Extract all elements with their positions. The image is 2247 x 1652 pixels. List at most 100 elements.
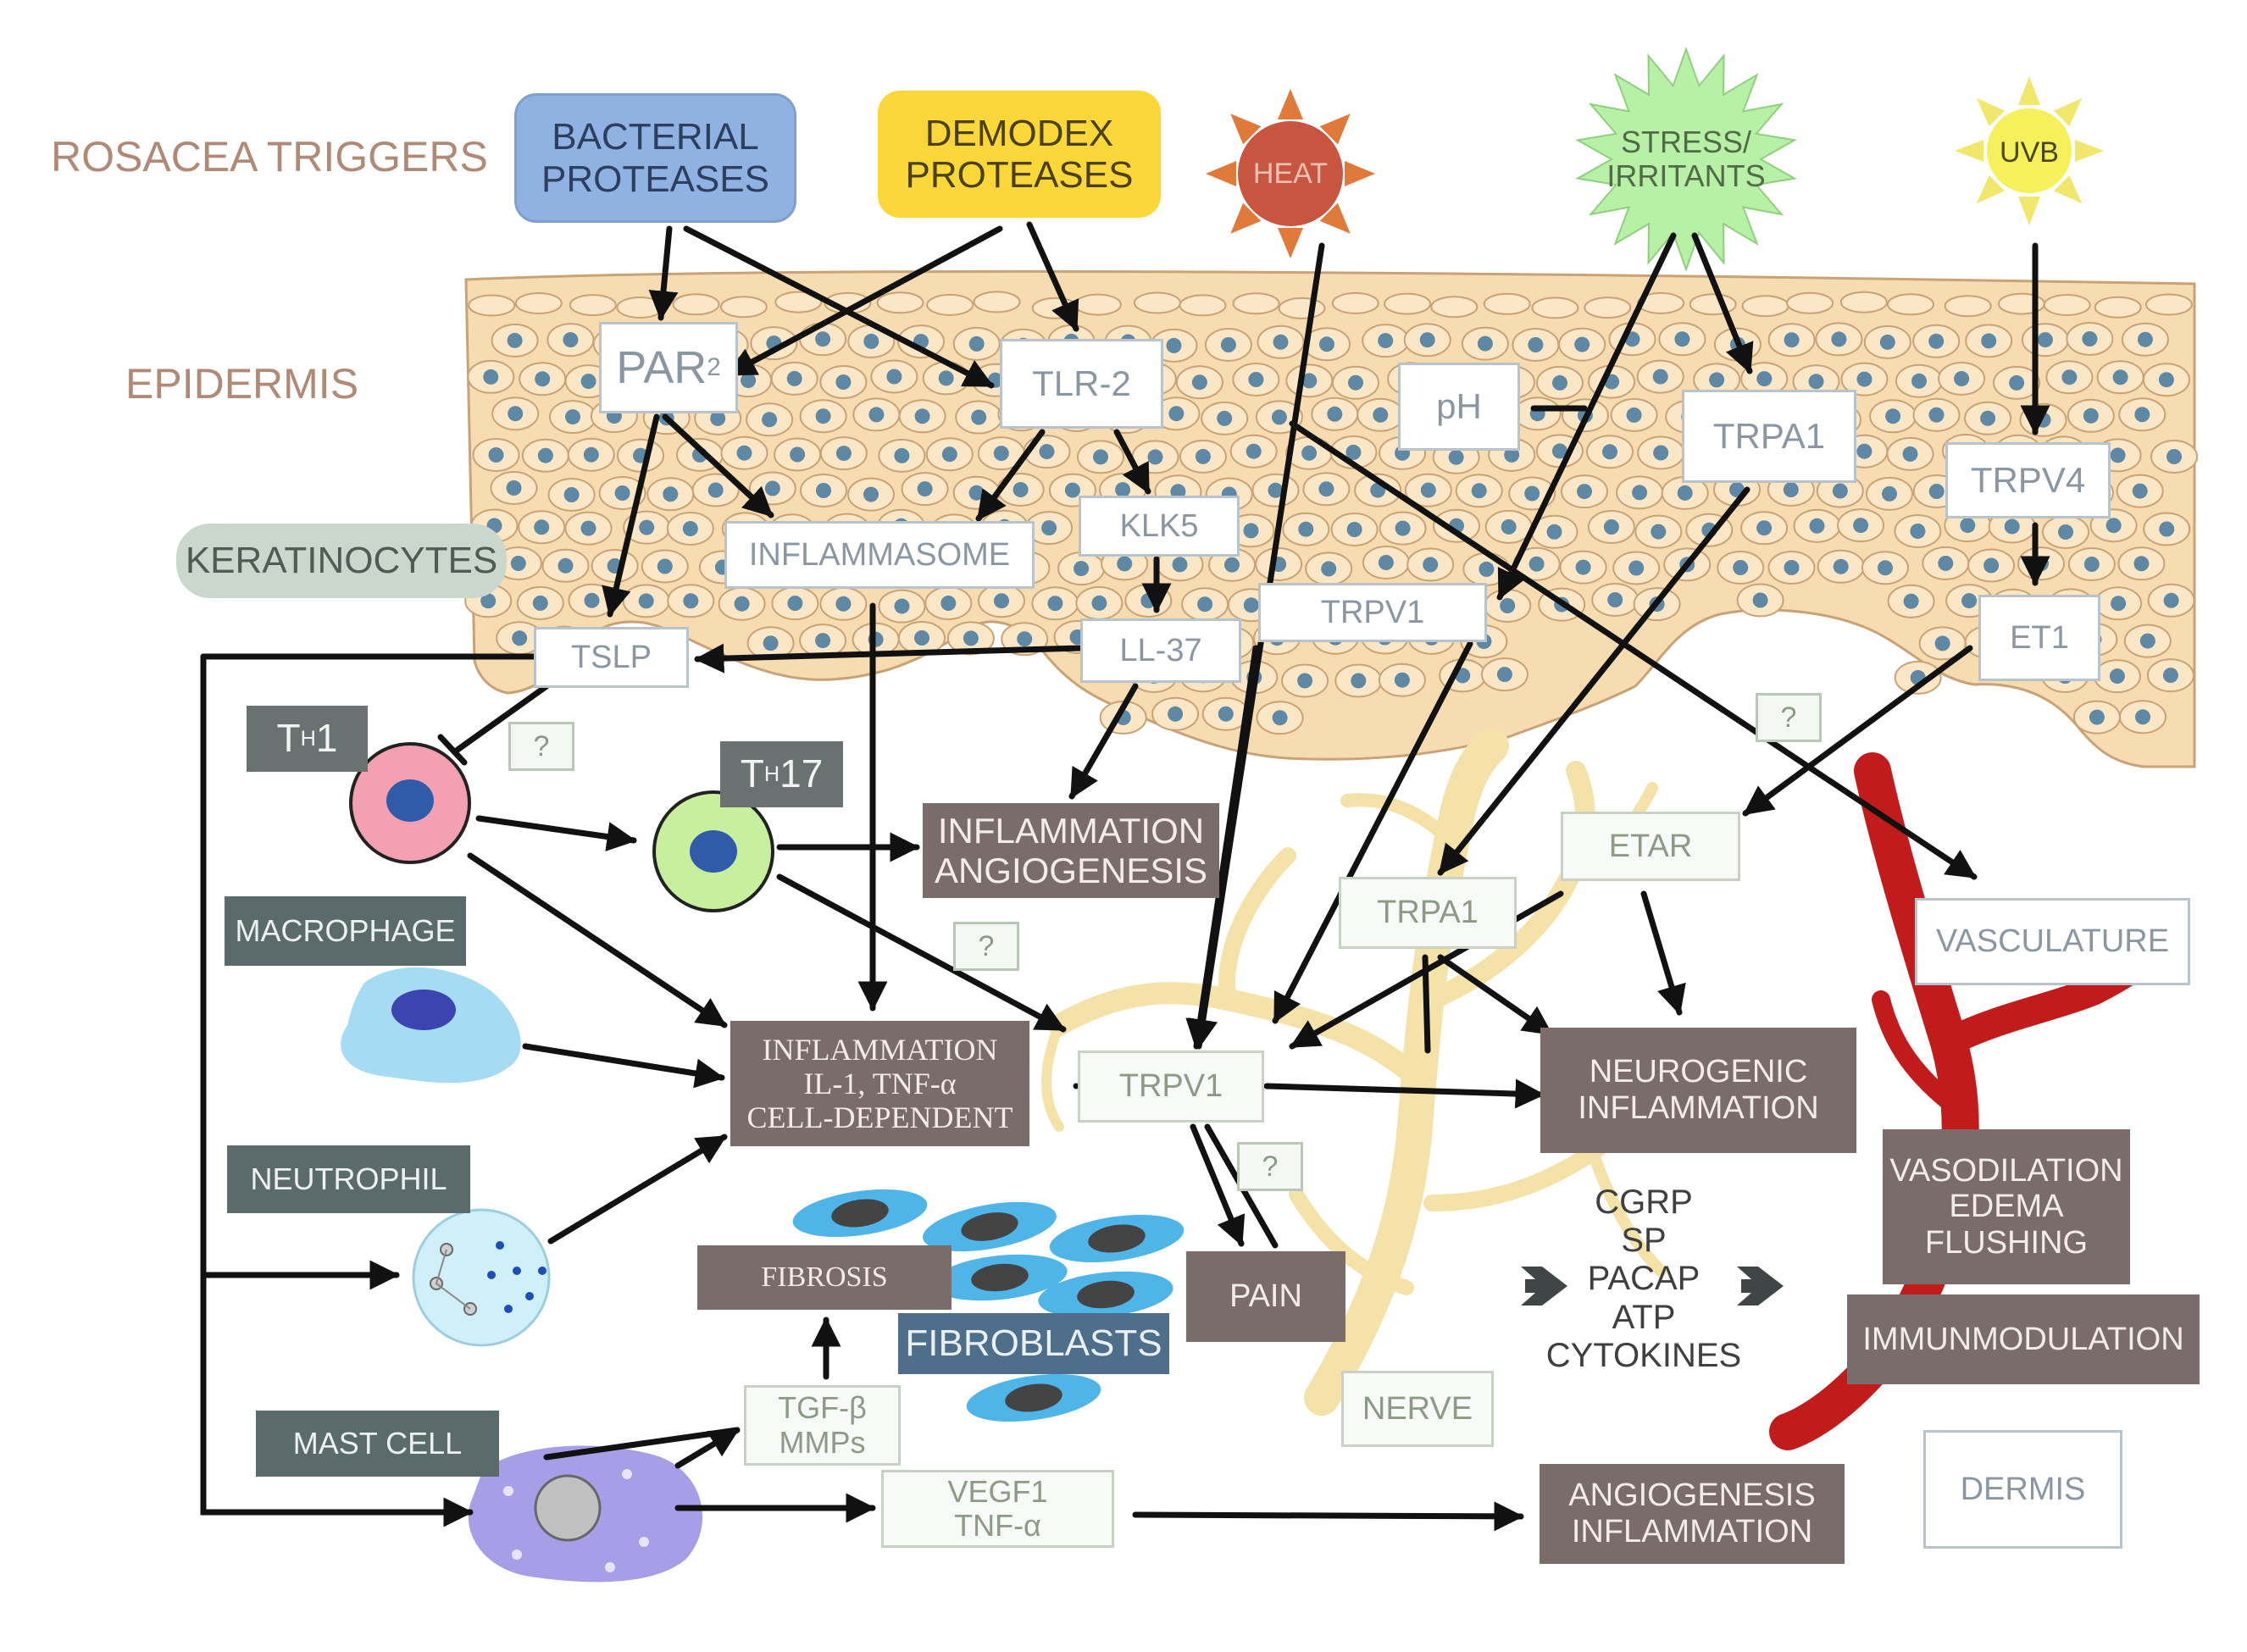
keratinocyte-nucleus (483, 369, 499, 385)
keratinocyte-nucleus (2158, 372, 2174, 388)
keratinocyte-nucleus (863, 486, 879, 502)
angiogenesis-inflammation-box: ANGIOGENESIS INFLAMMATION (1540, 1464, 1845, 1564)
keratinocyte-nucleus (563, 332, 579, 348)
dermis-label: DERMIS (1923, 1430, 2122, 1549)
keratinocyte-nucleus (1321, 561, 1337, 577)
epidermis-label: EPIDERMIS (125, 360, 359, 407)
keratinocyte-nucleus (787, 596, 803, 612)
keratinocyte-nucleus (1191, 374, 1207, 391)
immunmodulation-box: IMMUNMODULATION (1847, 1294, 2200, 1384)
keratinocyte-nucleus (508, 406, 524, 422)
keratinocyte-nucleus (663, 486, 679, 502)
keratinocyte-nucleus (558, 557, 574, 574)
keratinocyte-nucleus (1246, 443, 1262, 459)
keratinocyte-nucleus (1878, 560, 1893, 576)
keratinocyte-nucleus (537, 447, 553, 463)
keratinocyte-nucleus (1602, 444, 1617, 460)
vasodilation-box: VASODILATION EDEMA FLUSHING (1883, 1129, 2130, 1284)
keratinocyte-nucleus (2139, 633, 2155, 649)
keratinocyte-nucleus (2159, 521, 2175, 537)
keratinocyte-nucleus (835, 596, 852, 612)
keratinocyte-nucleus (2137, 331, 2153, 347)
keratinocyte-nucleus (1632, 485, 1648, 501)
keratinocyte-nucleus (583, 446, 599, 463)
keratinocyte-nucleus (682, 521, 698, 536)
th17-cell (652, 790, 774, 912)
keratinocyte-nucleus (1911, 373, 1927, 389)
keratinocyte-nucleus (941, 446, 957, 463)
question-mark-vasculature: ? (1756, 693, 1822, 742)
trpa1-epidermal-node: TRPA1 (1682, 390, 1856, 483)
keratinocyte-nucleus (2004, 518, 2020, 535)
macrophage-cell (341, 967, 521, 1084)
keratinocyte-cell (1839, 291, 1888, 313)
keratinocyte-nucleus (790, 446, 806, 463)
keratinocyte-nucleus (1853, 518, 1869, 534)
mast-cell (468, 1445, 703, 1583)
keratinocyte-nucleus (2109, 668, 2125, 685)
keratinocyte-cell (774, 291, 823, 313)
th1-subscript: H (300, 726, 316, 751)
rosacea-triggers-title: ROSACEA TRIGGERS (51, 133, 488, 180)
keratinocyte-nucleus (736, 445, 752, 461)
keratinocyte-nucleus (1168, 406, 1185, 422)
keratinocyte-nucleus (1500, 598, 1516, 613)
keratinocyte-cell (2094, 296, 2142, 319)
keratinocyte-nucleus (1017, 631, 1033, 647)
keratinocyte-nucleus (963, 630, 979, 646)
keratinocyte-cell (1074, 293, 1122, 316)
keratinocyte-nucleus (1348, 374, 1363, 391)
keratinocyte-nucleus (1980, 410, 1996, 426)
th17-number: 17 (780, 751, 824, 796)
keratinocyte-nucleus (1327, 406, 1343, 422)
keratinocyte-nucleus (1395, 520, 1411, 536)
keratinocyte-nucleus (2089, 709, 2105, 725)
keratinocyte-cell (719, 296, 768, 319)
fibrosis-box: FIBROSIS (697, 1245, 952, 1310)
keratinocyte-nucleus (1551, 443, 1567, 459)
keratinocyte-nucleus (565, 409, 580, 425)
keratinocyte-cell (2144, 293, 2193, 316)
keratinocyte-nucleus (1546, 524, 1562, 540)
keratinocyte-nucleus (1938, 555, 1954, 571)
keratinocyte-cell (876, 291, 924, 314)
keratinocyte-cell (2043, 294, 2091, 316)
keratinocyte-nucleus (1808, 374, 1824, 390)
keratinocyte-nucleus (1117, 556, 1133, 572)
keratinocyte-nucleus (815, 408, 831, 424)
keratinocyte-nucleus (580, 520, 596, 536)
keratinocyte-nucleus (1983, 557, 2000, 574)
keratinocyte-nucleus (968, 335, 985, 352)
keratinocyte-nucleus (1093, 449, 1108, 465)
keratinocyte-nucleus (1041, 520, 1057, 536)
keratinocyte-nucleus (506, 480, 522, 496)
keratinocyte-cell (1741, 295, 1789, 318)
keratinocyte-nucleus (2133, 556, 2150, 572)
keratinocyte-nucleus (1928, 484, 1945, 499)
keratinocyte-nucleus (762, 412, 778, 428)
nerve-label: NERVE (1341, 1371, 1494, 1447)
keratinocyte-nucleus (1268, 482, 1284, 498)
keratinocyte-nucleus (1607, 592, 1623, 607)
keratinocyte-nucleus (1856, 371, 1872, 387)
keratinocyte-nucleus (1783, 482, 1799, 497)
keratinocyte-nucleus (1524, 485, 1540, 502)
keratinocyte-nucleus (1832, 483, 1848, 499)
keratinocyte-nucleus (734, 596, 750, 612)
keratinocyte-nucleus (1064, 482, 1080, 498)
th17-t: T (740, 751, 764, 796)
inflammation-angiogenesis-box: INFLAMMATION ANGIOGENESIS (923, 803, 1219, 898)
keratinocyte-nucleus (2110, 447, 2126, 463)
keratinocyte-nucleus (1479, 561, 1495, 577)
keratinocyte-nucleus (488, 447, 504, 463)
tslp-node: TSLP (534, 627, 689, 688)
keratinocyte-nucleus (763, 635, 779, 651)
trpa1-dermal-node: TRPA1 (1339, 877, 1517, 949)
keratinocyte-nucleus (1448, 449, 1464, 465)
keratinocyte-nucleus (1752, 592, 1768, 608)
keratinocyte-nucleus (1809, 518, 1825, 534)
keratinocyte-nucleus (1882, 485, 1897, 502)
